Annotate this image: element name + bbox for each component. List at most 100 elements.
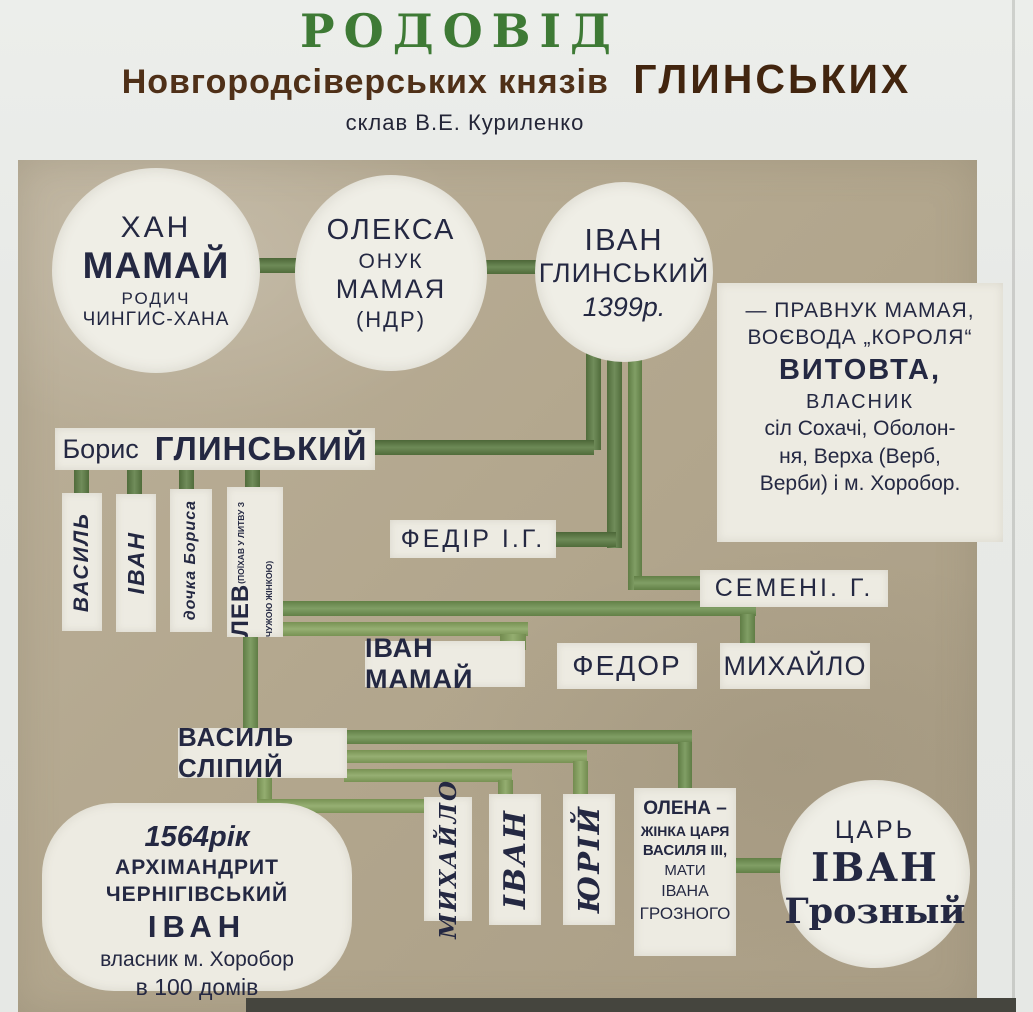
- olena-line6: ГРОЗНОГО: [639, 903, 731, 923]
- ivan2-label: ІВАН: [497, 809, 533, 910]
- node-dochka-borysa: дочка Бориса: [170, 489, 212, 632]
- node-ivan2: ІВАН: [489, 794, 541, 925]
- ivan-mamai-label: ІВАН МАМАЙ: [365, 633, 474, 694]
- connector-borys-ivan: [127, 464, 142, 496]
- connector-borys-dochka: [179, 464, 194, 492]
- olena-line3: ВАСИЛЯ ІІІ,: [642, 841, 728, 859]
- vytovta-line6: ня, Верха (Верб,: [779, 444, 941, 468]
- bottom-shadow: [246, 998, 1016, 1012]
- connector-oleksa-ivanh: [478, 260, 544, 274]
- connector-borys-lev: [245, 464, 260, 490]
- ivan-label: ІВАН: [122, 531, 149, 595]
- node-khan-mamai: ХАН МАМАЙ РОДИЧ ЧИНГИС-ХАНА: [52, 168, 260, 373]
- tsar-line2: ІВАН: [811, 845, 939, 891]
- connector-to-fedir: [548, 532, 616, 547]
- mykhailo2-label: МИХАЙЛО: [434, 779, 462, 939]
- fedir-label: ФЕДІР І.Г.: [400, 524, 546, 553]
- node-vytovta-note: — ПРАВНУК МАМАЯ, ВОЄВОДА „КОРОЛЯ“ ВИТОВТ…: [717, 283, 1003, 542]
- poster-title: РОДОВІД: [180, 4, 740, 58]
- vytovta-line1: — ПРАВНУК МАМАЯ,: [745, 299, 975, 322]
- byline-text: склав В.Е. Куриленко: [345, 110, 585, 135]
- vytovta-line2: ВОЄВОДА „КОРОЛЯ“: [747, 326, 973, 350]
- node-fedor: ФЕДОР: [557, 643, 697, 689]
- node-borys-hlynskyi: Борис ГЛИНСЬКИЙ: [55, 428, 375, 470]
- node-arkhimandryt-ivan: 1564рік АРХІМАНДРИТ ЧЕРНІГІВСЬКИЙ ІВАН в…: [42, 803, 352, 1000]
- tsar-line3: Грозный: [784, 891, 966, 932]
- yurii-label: ЮРІЙ: [572, 805, 606, 914]
- connector-vs-ivan2-v: [498, 780, 513, 797]
- connector-borys-vasyl: [74, 464, 89, 496]
- subtitle-prefix: Новгородсіверських князів: [121, 63, 609, 101]
- connector-olena-tsar: [732, 858, 792, 873]
- khan-mamai-line2: МАМАЙ: [82, 244, 230, 286]
- connector-ivanh-down-1: [586, 350, 601, 450]
- olena-line2: ЖІНКА ЦАРЯ: [640, 822, 730, 839]
- vytovta-line4: ВЛАСНИК: [805, 391, 915, 414]
- oleksa-line3: МАМАЯ: [335, 273, 447, 304]
- olena-line4: МАТИ: [664, 861, 706, 879]
- connector-lev-vasylslipyi: [243, 633, 258, 731]
- node-lev: ЛЕВ(ПОЇХАВ У ЛИТВУ З ЧУЖОЮ ЖІНКОЮ): [227, 487, 283, 637]
- ivan-hlynskyi-line1: ІВАН: [584, 221, 664, 257]
- vasyl-slipyi-label: ВАСИЛЬ СЛІПИЙ: [178, 722, 295, 783]
- node-vasyl: ВАСИЛЬ: [62, 493, 102, 631]
- node-ivan-mamai: ІВАН МАМАЙ: [365, 633, 525, 694]
- khan-mamai-line3: РОДИЧ: [121, 288, 191, 308]
- vytovta-line5: сіл Сохачі, Оболон-: [764, 417, 956, 441]
- connector-ivanh-down-3: [628, 350, 642, 590]
- node-yurii: ЮРІЙ: [563, 794, 615, 925]
- node-ivan-borysovych: ІВАН: [116, 494, 156, 632]
- connector-vs-yurii-h: [344, 750, 587, 763]
- fedor-label: ФЕДОР: [572, 650, 682, 681]
- node-mykhailo2: МИХАЙЛО: [424, 779, 472, 939]
- olena-line5: ІВАНА: [661, 883, 709, 901]
- node-olena: ОЛЕНА – ЖІНКА ЦАРЯ ВАСИЛЯ ІІІ, МАТИ ІВАН…: [634, 788, 736, 956]
- connector-vs-ivan2-h: [344, 769, 512, 782]
- borys-first: Борис: [62, 433, 139, 464]
- connector-vs-yurii-v: [573, 761, 588, 797]
- oleksa-line1: ОЛЕКСА: [326, 213, 456, 246]
- connector-lev-row-lower: [278, 622, 528, 636]
- khan-mamai-line1: ХАН: [120, 210, 192, 244]
- ivan-hlynskyi-line3: 1399р.: [582, 291, 666, 322]
- oleksa-line4: (НДР): [355, 306, 427, 332]
- vytovta-line7: Верби) і м. Хоробор.: [759, 471, 961, 495]
- connector-lev-row-upper: [278, 601, 756, 616]
- node-ivan-hlynskyi: ІВАН ГЛИНСЬКИЙ 1399р.: [535, 182, 713, 362]
- node-vasyl-slipyi: ВАСИЛЬ СЛІПИЙ: [178, 722, 347, 783]
- connector-vs-olena-h: [344, 730, 692, 744]
- node-semen: СЕМЕНІ. Г.: [700, 570, 888, 607]
- tsar-line1: ЦАРЬ: [834, 816, 916, 844]
- borys-last: ГЛИНСЬКИЙ: [154, 430, 368, 467]
- connector-vs-olena-v: [678, 742, 692, 792]
- connector-ivanh-down-2: [607, 350, 622, 548]
- connector-to-semen: [634, 576, 720, 590]
- subtitle-emphasis: ГЛИНСЬКИХ: [633, 56, 912, 102]
- box1564-line4: власник м. Хоробор: [100, 947, 294, 971]
- mykhailo-label: МИХАЙЛО: [723, 650, 867, 681]
- olena-line1: ОЛЕНА –: [643, 798, 727, 819]
- box1564-line3: ІВАН: [147, 908, 247, 944]
- vasyl-label: ВАСИЛЬ: [70, 511, 93, 613]
- node-fedir: ФЕДІР І.Г.: [390, 520, 556, 558]
- dochka-label: дочка Бориса: [182, 500, 199, 621]
- node-tsar-ivan-groznyi: ЦАРЬ ІВАН Грозный: [780, 780, 970, 968]
- node-mykhailo: МИХАЙЛО: [720, 643, 870, 689]
- connector-stub-mykhailo: [740, 614, 755, 646]
- box1564-line2: АРХІМАНДРИТ ЧЕРНІГІВСЬКИЙ: [105, 856, 289, 906]
- box1564-line1: 1564рік: [144, 821, 250, 853]
- semen-label: СЕМЕНІ. Г.: [714, 574, 874, 602]
- lev-name: ЛЕВ: [227, 583, 254, 637]
- connector-mamai-oleksa: [246, 258, 302, 273]
- oleksa-line2: ОНУК: [358, 249, 424, 273]
- connector-to-borys: [372, 440, 594, 455]
- poster-byline: склав В.Е. Куриленко: [0, 110, 930, 136]
- box1564-line5: в 100 домів: [135, 973, 259, 1000]
- vytovta-line3: ВИТОВТА,: [778, 353, 942, 386]
- node-oleksa: ОЛЕКСА ОНУК МАМАЯ (НДР): [295, 175, 487, 371]
- khan-mamai-line4: ЧИНГИС-ХАНА: [82, 308, 230, 330]
- title-main: РОДОВІД: [300, 4, 620, 58]
- ivan-hlynskyi-line2: ГЛИНСЬКИЙ: [538, 257, 710, 288]
- wall-seam: [1012, 0, 1015, 1012]
